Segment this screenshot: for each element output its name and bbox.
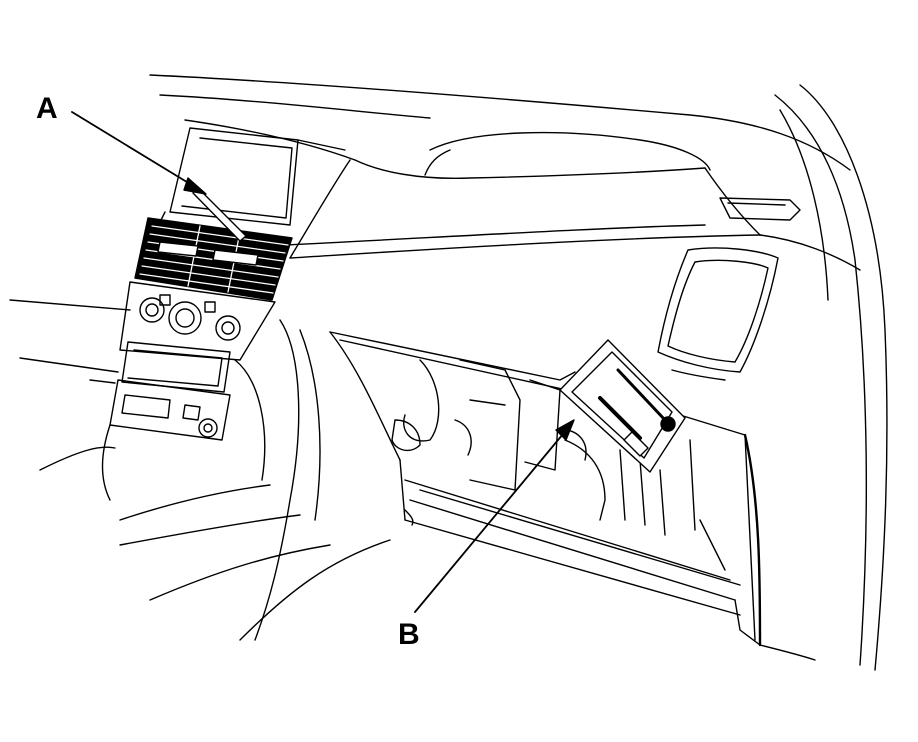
console-floor-lines — [9, 299, 391, 641]
leader-line-a — [71, 111, 201, 191]
center-stack-controls — [101, 281, 276, 501]
leader-lines — [71, 111, 575, 613]
arrowhead-b — [555, 419, 575, 441]
glove-box-stop-b — [559, 339, 686, 473]
callout-label-b: B — [398, 618, 420, 651]
dashboard-upper-outline — [149, 74, 888, 671]
arrowhead-a — [183, 177, 207, 195]
leader-line-b — [414, 427, 569, 613]
glove-box-opening — [329, 331, 816, 661]
callout-label-a: A — [36, 92, 58, 125]
center-air-vent — [134, 217, 293, 301]
passenger-air-vent — [657, 247, 779, 381]
